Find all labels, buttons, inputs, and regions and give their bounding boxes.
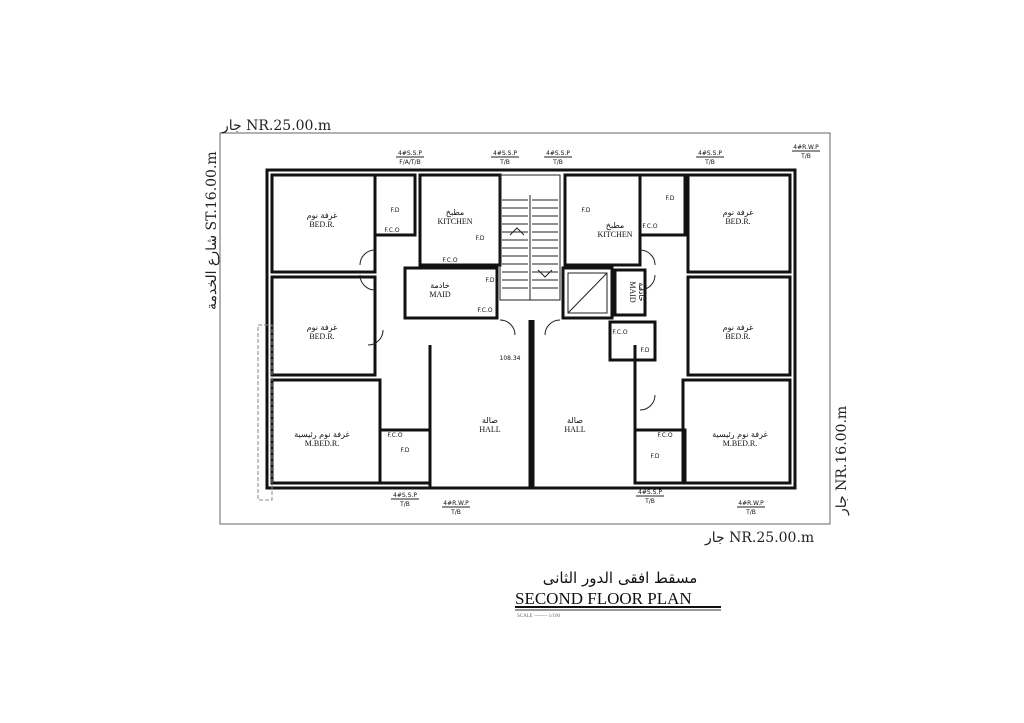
fixture-label: F.C.O — [477, 307, 492, 314]
bottom-neighbor-label: جار NR.25.00.m — [704, 530, 814, 546]
pipe-label: 4#R.W.P — [738, 500, 764, 507]
fixture-label: F.D — [665, 195, 674, 202]
doors — [359, 249, 656, 411]
room-label-english: MAID — [628, 281, 637, 303]
pipe-spec: T/B — [644, 498, 655, 505]
balcony — [257, 324, 273, 501]
fixture-label: F.D — [475, 235, 484, 242]
pipe-label: 4#S.S.P — [398, 150, 422, 157]
right-neighbor-label: جار NR.16.00.m — [834, 406, 850, 516]
room-label-english: M.BED.R. — [723, 439, 757, 448]
fixture-label: F.C.O — [657, 432, 672, 439]
fixture-label: F.C.O — [612, 329, 627, 336]
pipe-label: 4#R.W.P — [793, 144, 819, 151]
room-label-arabic: غرفة نوم رئيسية — [712, 430, 767, 439]
room-label-english: HALL — [564, 425, 585, 434]
room-label-arabic: غرفة نوم — [307, 211, 338, 220]
scale-label: SCALE -------- 1/100 — [517, 614, 561, 619]
room-label-arabic: خادمة — [430, 281, 450, 290]
room-label-english: BED.R. — [309, 220, 334, 229]
room-label-arabic: غرفة نوم — [723, 208, 754, 217]
title-arabic: مسقط افقى الدور الثانى — [543, 569, 698, 587]
room-label-arabic: مطبخ — [606, 221, 624, 230]
pipe-label: 4#R.W.P — [443, 500, 469, 507]
fixture-label: F.C.O — [442, 257, 457, 264]
staircase — [499, 174, 561, 301]
fixture-label: F.D — [581, 207, 590, 214]
level-mark: 108.34 — [500, 355, 521, 362]
title-english: SECOND FLOOR PLAN — [515, 589, 692, 608]
room-label-arabic: غرفة نوم رئيسية — [294, 430, 349, 439]
pipe-spec: T/B — [704, 159, 715, 166]
pipe-spec: F/A/T/B — [399, 159, 420, 166]
pipe-spec: T/B — [399, 501, 410, 508]
fixture-label: F.D — [485, 277, 494, 284]
room-label-english: MAID — [429, 290, 451, 299]
room-label-english: BED.R. — [309, 332, 334, 341]
fixture-label: F.D — [390, 207, 399, 214]
site-boundary — [219, 132, 831, 525]
room-label-arabic: صالة — [567, 416, 583, 425]
fixture-label: F.D — [640, 347, 649, 354]
fixture-label: F.C.O — [642, 223, 657, 230]
walls — [265, 168, 797, 490]
pipe-label: 4#S.S.P — [546, 150, 570, 157]
room-label-arabic: خادمة — [637, 282, 646, 302]
pipe-label: 4#S.S.P — [698, 150, 722, 157]
room-label-arabic: غرفة نوم — [307, 323, 338, 332]
pipe-spec: T/B — [450, 509, 461, 516]
room-label-english: BED.R. — [725, 332, 750, 341]
pipe-spec: T/B — [499, 159, 510, 166]
pipe-spec: T/B — [552, 159, 563, 166]
pipe-spec: T/B — [800, 153, 811, 160]
elevator — [567, 272, 608, 314]
fixture-label: F.D — [400, 447, 409, 454]
fixture-label: F.C.O — [387, 432, 402, 439]
room-label-arabic: صالة — [482, 416, 498, 425]
room-label-english: HALL — [479, 425, 500, 434]
room-label-english: BED.R. — [725, 217, 750, 226]
top-neighbor-label: جار NR.25.00.m — [221, 118, 331, 134]
pipe-label: 4#S.S.P — [393, 492, 417, 499]
room-label-english: M.BED.R. — [305, 439, 339, 448]
pipe-label: 4#S.S.P — [493, 150, 517, 157]
fixture-label: F.C.O — [384, 227, 399, 234]
pipe-label: 4#S.S.P — [638, 489, 662, 496]
room-label-arabic: غرفة نوم — [723, 323, 754, 332]
pipe-spec: T/B — [745, 509, 756, 516]
fixture-label: F.D — [650, 453, 659, 460]
room-label-arabic: مطبخ — [446, 208, 464, 217]
room-label-english: KITCHEN — [597, 230, 632, 239]
room-label-english: KITCHEN — [437, 217, 472, 226]
left-street-label: شارع الخدمة ST.16.00.m — [204, 151, 220, 310]
